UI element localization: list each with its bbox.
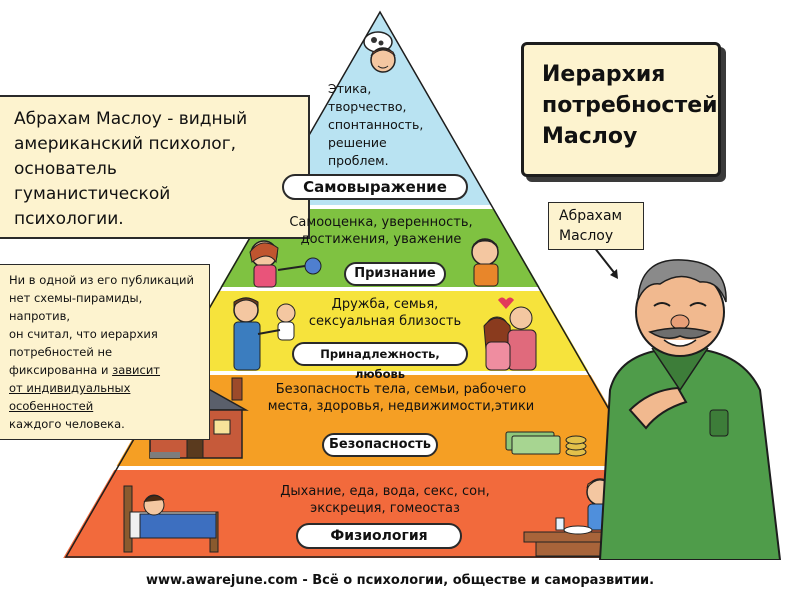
maslow-label-line-2: Маслоу (559, 228, 614, 244)
author-note: Абрахам Маслоу - видный американский пси… (0, 95, 310, 239)
side-note-line-6-underlined: зависит (112, 363, 161, 377)
level-5-desc-line-1: Дыхание, еда, вода, секс, сон, (280, 484, 490, 499)
boy-icon (471, 238, 499, 287)
author-note-line-4: гуманистической (14, 184, 171, 204)
title-box: Иерархия потребностей Маслоу (521, 42, 721, 177)
level-3-label: Принадлежность, любовь (292, 342, 468, 381)
side-note-line-4: он считал, что иерархия (9, 327, 158, 341)
side-note-line-1: Ни в одной из его публикаций (9, 273, 194, 287)
level-5-label: Физиология (296, 523, 462, 549)
level-2-label: Признание (344, 262, 446, 286)
side-note-line-7: от индивидуальных (9, 381, 131, 395)
girl-with-award-icon (249, 240, 322, 288)
sleeping-person-icon (123, 485, 219, 553)
level-1-desc-line-3: спонтанность, (328, 117, 424, 132)
maslow-caricature-icon (598, 259, 782, 560)
speech-pointer (593, 246, 618, 279)
side-note: Ни в одной из его публикаций нет схемы-п… (0, 264, 210, 440)
side-note-line-6-plain: фиксированна и (9, 363, 113, 377)
level-5-desc-line-2: экскреция, гомеостаз (310, 501, 460, 516)
level-5-description: Дыхание, еда, вода, секс, сон, экскреция… (276, 483, 494, 517)
author-note-line-5: психологии. (14, 209, 124, 229)
money-icon (505, 431, 587, 457)
level-1-desc-line-4: решение (328, 135, 387, 150)
level-2-desc-line-1: Самооценка, уверенность, (289, 215, 473, 230)
level-2-desc-line-2: достижения, уважение (300, 232, 462, 247)
side-note-line-5: потребностей не (9, 345, 113, 359)
level-4-desc-line-1: Безопасность тела, семьи, рабочего (275, 382, 527, 397)
side-note-line-9: каждого человека. (9, 417, 125, 431)
title-line-1: Иерархия (542, 62, 666, 87)
author-note-line-2: американский психолог, (14, 134, 237, 154)
author-note-line-1: Абрахам Маслоу - видный (14, 109, 248, 129)
hugging-couple-icon (483, 297, 537, 371)
side-note-line-2: нет схемы-пирамиды, (9, 291, 143, 305)
level-1-desc-line-2: творчество, (328, 99, 407, 114)
father-with-baby-icon (233, 297, 296, 371)
side-note-line-3: напротив, (9, 309, 71, 323)
title-line-3: Маслоу (542, 124, 638, 149)
level-3-desc-line-1: Дружба, семья, (331, 297, 439, 312)
side-note-line-8: особенностей (9, 399, 94, 413)
level-4-desc-line-2: места, здоровья, недвижимости,этики (267, 399, 535, 414)
side-note-line-6: фиксированна и зависит (9, 361, 209, 379)
thinking-boy-icon (363, 31, 396, 73)
author-note-line-3: основатель (14, 159, 117, 179)
level-4-description: Безопасность тела, семьи, рабочего места… (266, 381, 536, 415)
level-1-desc-line-1: Этика, (328, 81, 372, 96)
maslow-label-line-1: Абрахам (559, 208, 623, 224)
level-1-label: Самовыражение (282, 174, 468, 200)
level-4-label: Безопасность (322, 433, 438, 457)
level-3-desc-line-2: сексуальная близость (308, 314, 462, 329)
maslow-label: Абрахам Маслоу (548, 202, 644, 250)
footer-credit: www.awarejune.com - Всё о психологии, об… (145, 573, 655, 588)
level-2-description: Самооценка, уверенность, достижения, ува… (278, 214, 484, 248)
level-3-description: Дружба, семья, сексуальная близость (300, 296, 470, 330)
title-line-2: потребностей (542, 93, 718, 118)
level-1-desc-line-5: проблем. (328, 153, 389, 168)
level-1-description: Этика, творчество, спонтанность, решение… (328, 80, 438, 168)
